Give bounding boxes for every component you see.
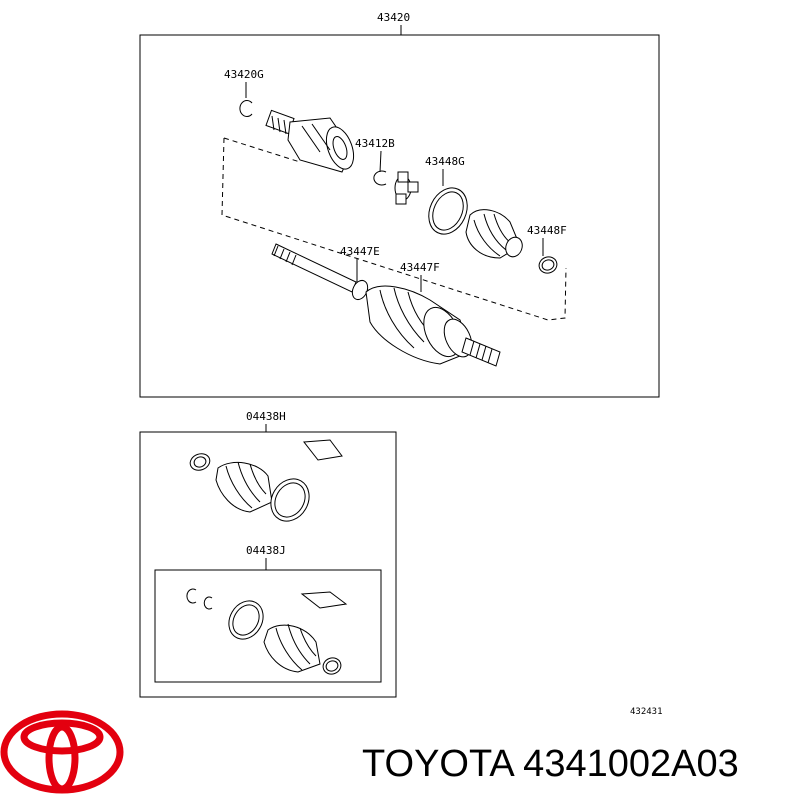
label-04438H: 04438H — [246, 410, 286, 423]
label-43420G: 43420G — [224, 68, 264, 81]
boot-kit-04438H-group: 04438H — [139, 410, 397, 698]
brand-part-number: TOYOTA 4341002A03 — [362, 743, 739, 785]
boot-clamp-large-part — [428, 187, 468, 235]
label-43447F: 43447F — [400, 261, 440, 274]
dashed-group-outline — [221, 137, 567, 321]
kit-h-large-clamp — [270, 478, 310, 522]
label-43448G: 43448G — [425, 155, 465, 168]
boot-clamp-small-part — [538, 256, 558, 274]
boot-part — [465, 209, 523, 259]
assembly-43420-group: 43420 43420G 43412B — [139, 11, 660, 398]
label-43447E: 43447E — [340, 245, 380, 258]
assembly-box — [139, 34, 660, 398]
inner-joint-housing — [265, 109, 355, 173]
label-43448F: 43448F — [527, 224, 567, 237]
label-43420: 43420 — [377, 11, 410, 24]
boot-kit-box-outer — [139, 431, 397, 698]
tripod-snap-ring-part — [373, 170, 387, 186]
outer-cv-joint-part — [365, 285, 501, 367]
kit-j-grease-pack — [300, 591, 348, 609]
label-04438J: 04438J — [246, 544, 286, 557]
toyota-logo — [0, 710, 124, 794]
kit-j-small-clamp — [322, 657, 342, 675]
kit-j-large-clamp — [228, 600, 264, 640]
kit-h-small-clamp — [189, 453, 211, 471]
kit-h-grease-pack — [303, 439, 343, 461]
tripod-part — [394, 171, 419, 205]
kit-h-boot — [215, 461, 273, 513]
snap-ring-part — [239, 100, 253, 117]
boot-kit-04438J-group: 04438J — [154, 544, 382, 683]
kit-j-snap-ring-1 — [186, 588, 197, 604]
label-43412B: 43412B — [355, 137, 395, 150]
boot-kit-box-inner — [154, 569, 382, 683]
diagram-number: 432431 — [630, 707, 663, 717]
kit-j-boot — [263, 623, 321, 673]
kit-j-snap-ring-2 — [203, 596, 213, 610]
